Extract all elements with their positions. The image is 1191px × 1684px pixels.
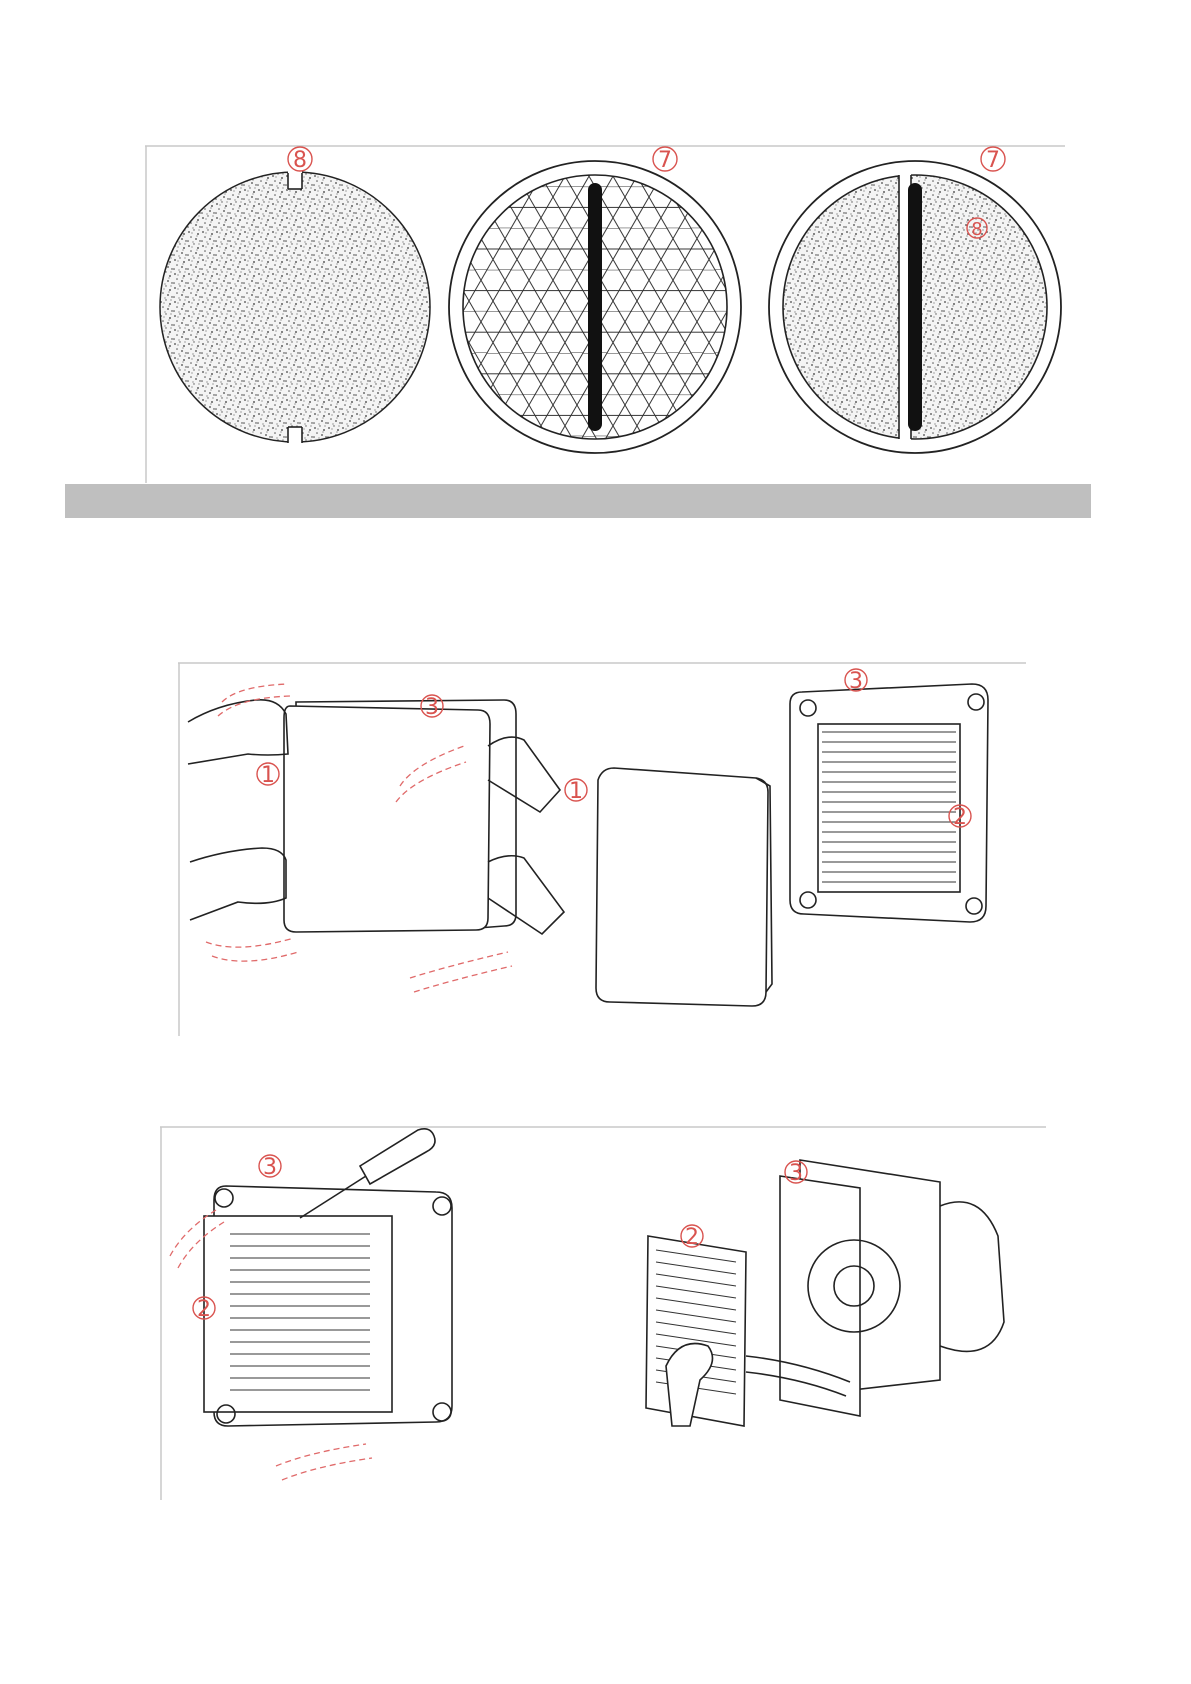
svg-text:2: 2 bbox=[685, 1225, 699, 1250]
callout-1-removed-cover: 1 bbox=[565, 779, 587, 804]
housing-with-screwdriver-illustration bbox=[170, 1129, 452, 1480]
filter-pad-image bbox=[160, 167, 430, 449]
svg-text:2: 2 bbox=[953, 805, 967, 830]
section-divider-band bbox=[65, 484, 1091, 518]
svg-text:2: 2 bbox=[197, 1297, 211, 1322]
svg-text:3: 3 bbox=[789, 1161, 803, 1186]
callout-3-housing-left: 3 bbox=[259, 1155, 281, 1180]
svg-text:8: 8 bbox=[293, 148, 307, 173]
svg-text:1: 1 bbox=[569, 779, 583, 804]
open-housing-illustration bbox=[780, 1160, 1004, 1416]
svg-text:3: 3 bbox=[263, 1155, 277, 1180]
grille-removal-figure: 3 2 bbox=[160, 1126, 1046, 1500]
fan-with-hands-illustration bbox=[188, 684, 564, 992]
callout-7-assembled: 7 bbox=[981, 147, 1005, 173]
svg-text:8: 8 bbox=[971, 219, 982, 240]
cover-removal-figure: 1 3 1 bbox=[178, 662, 1026, 1036]
callout-7-frame: 7 bbox=[653, 147, 677, 173]
filter-frame-image bbox=[449, 161, 741, 453]
filter-parts-figure: 8 7 7 8 bbox=[145, 145, 1065, 483]
svg-text:7: 7 bbox=[658, 148, 672, 173]
svg-text:7: 7 bbox=[986, 148, 1000, 173]
callout-1-cover: 1 bbox=[257, 763, 279, 788]
svg-text:3: 3 bbox=[425, 695, 439, 720]
housing-with-grille-illustration bbox=[790, 684, 988, 922]
svg-text:3: 3 bbox=[849, 669, 863, 694]
removed-cover-illustration bbox=[596, 768, 772, 1006]
assembled-filter-image bbox=[769, 161, 1061, 453]
svg-text:1: 1 bbox=[261, 763, 275, 788]
